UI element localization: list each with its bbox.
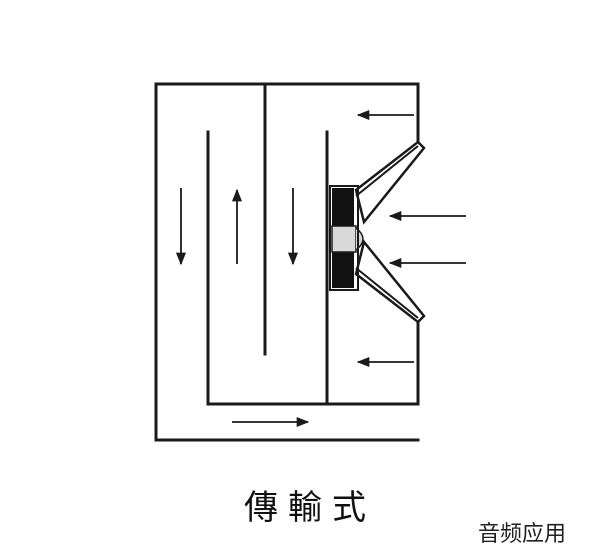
- cone-edge-upper: [355, 145, 419, 197]
- driver-frame: [329, 185, 359, 291]
- pole-piece: [331, 225, 357, 253]
- enclosure: [154, 82, 420, 442]
- cone-edge-lower: [355, 267, 419, 319]
- speaker-driver: [329, 140, 426, 324]
- diagram-caption: 傳輸式: [244, 488, 376, 528]
- airflow-arrows: [175, 109, 466, 428]
- speaker-cone-upper: [354, 140, 426, 225]
- speaker-cone-lower: [354, 239, 426, 324]
- watermark-text: 音频应用: [478, 522, 567, 547]
- magnet-lower: [332, 252, 354, 288]
- magnet-upper: [332, 188, 354, 226]
